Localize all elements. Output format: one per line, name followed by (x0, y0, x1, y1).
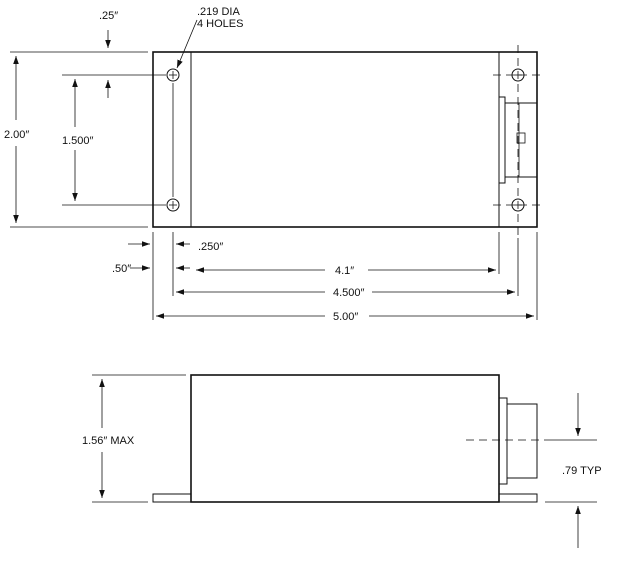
hole-count-label: 4 HOLES (197, 18, 243, 30)
hole-spacing-v-label: 1.500″ (62, 135, 94, 147)
hole-spec-label: .219 DIA (197, 6, 240, 18)
body-length-label: 4.1″ (335, 265, 354, 277)
enclosure-side-outline (190, 374, 500, 503)
hole-spacing-h-label: 4.500″ (333, 287, 365, 299)
flange-offset-label: .250″ (198, 241, 223, 253)
hole-offset-label: .25″ (99, 10, 118, 22)
connector-top-view (498, 96, 538, 184)
hole-callout-leader (176, 19, 198, 69)
side-view-dimensions (92, 374, 597, 548)
left-mounting-flange (152, 493, 192, 503)
overall-length-label: 5.00″ (333, 311, 358, 323)
top-view (152, 19, 545, 235)
overall-height-label: 2.00″ (4, 129, 29, 141)
enclosure-outline (152, 51, 538, 228)
mounting-hole (166, 68, 180, 82)
connector-height-label: .79 TYP (562, 465, 602, 477)
top-view-dimensions (10, 30, 538, 320)
mounting-hole (166, 198, 180, 212)
side-view (152, 374, 545, 503)
max-height-label: 1.56″ MAX (82, 435, 135, 447)
edge-offset-label: .50″ (112, 263, 131, 275)
right-mounting-flange (498, 493, 538, 503)
connector-side-view (498, 397, 538, 485)
